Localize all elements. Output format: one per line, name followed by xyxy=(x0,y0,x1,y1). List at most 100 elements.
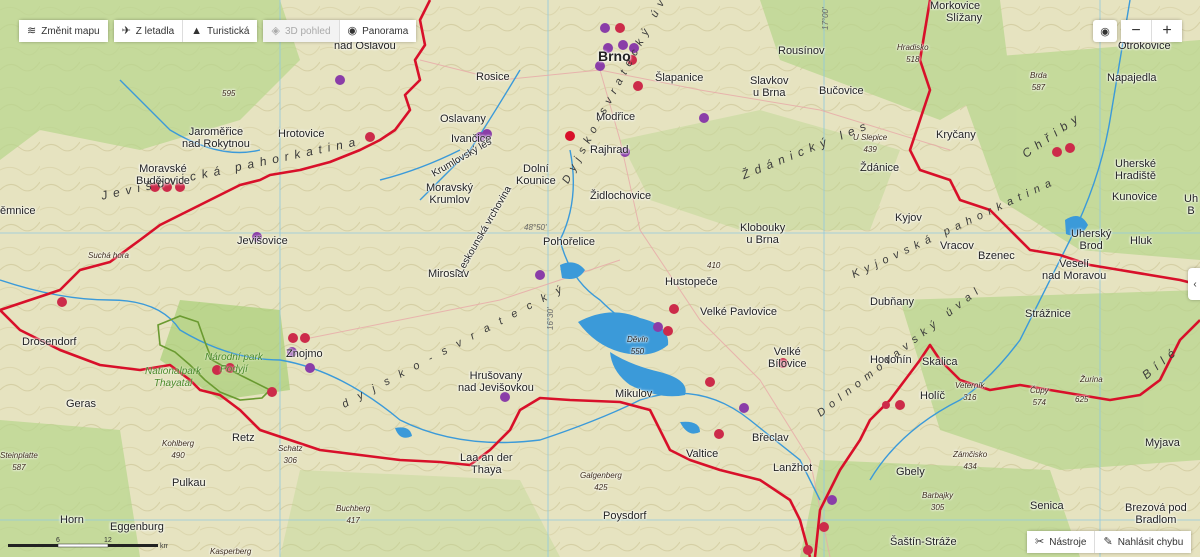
scale-tick-6: 6 xyxy=(56,537,60,544)
place-jaromerice[interactable]: Jaroměřice nad Rokytnou xyxy=(182,126,250,150)
place-zdanice[interactable]: Ždánice xyxy=(860,162,900,174)
hill-410: 410 xyxy=(707,261,721,270)
place-bzenec[interactable]: Bzenec xyxy=(978,250,1015,262)
place-moravske-budejovice[interactable]: Moravské Budějovice xyxy=(136,163,190,187)
zoom-out-button[interactable]: − xyxy=(1121,20,1152,42)
report-error-label: Nahlásit chybu xyxy=(1117,536,1184,548)
place-drosendorf[interactable]: Drosendorf xyxy=(22,336,77,348)
place-oslavany[interactable]: Oslavany xyxy=(440,113,486,125)
place-holic[interactable]: Holíč xyxy=(920,390,946,402)
place-vracov[interactable]: Vracov xyxy=(940,240,974,252)
grid-label-lon1: 16°30' xyxy=(546,307,555,330)
hill-zurina: Žurina xyxy=(1080,375,1103,384)
place-velke-bilovice[interactable]: Velké Bílovice xyxy=(768,346,807,370)
place-morkovice[interactable]: Morkovice xyxy=(930,0,981,12)
tools-button[interactable]: ✂ Nástroje xyxy=(1027,531,1096,553)
place-hrusovany[interactable]: Hrušovany nad Jevišovkou xyxy=(458,370,534,394)
view-3d-button[interactable]: ◈ 3D pohled xyxy=(263,20,340,42)
place-hodonin[interactable]: Hodonín xyxy=(870,354,912,366)
place-miroslav[interactable]: Miroslav xyxy=(428,268,469,280)
place-sastin[interactable]: Šaštín-Stráže xyxy=(890,536,957,548)
report-error-button[interactable]: ✎ Nahlásit chybu xyxy=(1095,531,1192,553)
poi-markers xyxy=(57,23,1075,555)
place-horn[interactable]: Horn xyxy=(60,514,84,526)
place-retz[interactable]: Retz xyxy=(232,432,255,444)
place-hrotovice[interactable]: Hrotovice xyxy=(278,128,325,140)
place-znojmo[interactable]: Znojmo xyxy=(286,348,323,360)
place-poysdorf[interactable]: Poysdorf xyxy=(603,510,647,522)
place-zidlochovice[interactable]: Židlochovice xyxy=(590,190,652,202)
scale-tick-12: 12 xyxy=(104,537,112,544)
place-uhersky-brod[interactable]: Uherský Brod xyxy=(1071,228,1112,252)
place-otrokovice[interactable]: Otrokovice xyxy=(1118,40,1171,52)
place-modrice[interactable]: Modřice xyxy=(596,111,636,123)
place-dubnany[interactable]: Dubňany xyxy=(870,296,915,308)
place-slapanice[interactable]: Šlapanice xyxy=(655,72,704,84)
place-krycany[interactable]: Kryčany xyxy=(936,129,976,141)
pencil-icon: ✎ xyxy=(1103,535,1113,548)
place-dolni-kounice[interactable]: Dolní Kounice xyxy=(516,163,556,187)
place-pohorelice[interactable]: Pohořelice xyxy=(543,236,595,248)
place-klobouky[interactable]: Klobouky u Brna xyxy=(740,222,786,246)
cube-icon: ◈ xyxy=(271,24,280,37)
place-brno[interactable]: Brno xyxy=(598,48,631,64)
place-lanzhot[interactable]: Lanžhot xyxy=(773,462,813,474)
place-straznice[interactable]: Strážnice xyxy=(1025,308,1071,320)
place-rajhrad[interactable]: Rajhrad xyxy=(590,144,629,156)
place-slizany[interactable]: Slížany xyxy=(946,12,983,24)
park-podyji[interactable]: Národní park Podyjí xyxy=(205,352,263,375)
plus-icon: + xyxy=(1162,22,1172,39)
place-breclav[interactable]: Břeclav xyxy=(752,432,789,444)
hill-hradisko: Hradisko 518 xyxy=(897,43,929,64)
place-veseli[interactable]: Veselí nad Moravou xyxy=(1042,258,1107,282)
panorama-button[interactable]: ◉ Panorama xyxy=(339,20,417,42)
place-hluk[interactable]: Hluk xyxy=(1130,235,1153,247)
eye-icon: ◉ xyxy=(347,24,358,37)
place-velke-pavlovice[interactable]: Velké Pavlovice xyxy=(700,306,778,318)
place-hustopece[interactable]: Hustopeče xyxy=(665,276,718,288)
place-brezova[interactable]: Brezová pod Bradlom xyxy=(1125,502,1187,526)
change-map-label: Změnit mapu xyxy=(41,25,100,37)
place-devin[interactable]: Děvín 550 xyxy=(627,335,648,356)
place-skalica[interactable]: Skalica xyxy=(922,356,958,368)
place-trebic-edge[interactable]: ěmnice xyxy=(0,205,36,217)
place-uherske-hradiste[interactable]: Uherské Hradiště xyxy=(1115,158,1156,182)
hill-625: 625 xyxy=(1075,395,1089,404)
place-pulkau[interactable]: Pulkau xyxy=(172,477,206,489)
park-thayatal[interactable]: Nationalpark Thayatal xyxy=(145,366,202,389)
place-geras[interactable]: Geras xyxy=(66,398,96,410)
change-map-button[interactable]: ≋ Změnit mapu xyxy=(19,20,108,42)
tourist-label: Turistická xyxy=(207,25,250,37)
place-kunovice[interactable]: Kunovice xyxy=(1112,191,1158,203)
place-gbely[interactable]: Gbely xyxy=(896,466,925,478)
place-slavkov[interactable]: Slavkov u Brna xyxy=(750,75,789,99)
place-napajedla[interactable]: Napajedla xyxy=(1107,72,1157,84)
aerial-button[interactable]: ✈ Z letadla xyxy=(113,20,184,42)
place-senica[interactable]: Senica xyxy=(1030,500,1064,512)
place-ivancice[interactable]: Ivančice xyxy=(451,133,492,145)
locate-button[interactable]: ◉ xyxy=(1093,20,1117,42)
zoom-controls: ◉ − + xyxy=(1093,20,1182,42)
place-valtice[interactable]: Valtice xyxy=(686,448,719,460)
place-eggenburg[interactable]: Eggenburg xyxy=(110,521,164,533)
place-rousinov[interactable]: Rousínov xyxy=(778,45,825,57)
place-moravsky-krumlov[interactable]: Moravský Krumlov xyxy=(426,182,474,206)
tourist-button[interactable]: ▲ Turistická xyxy=(183,20,258,42)
plane-icon: ✈ xyxy=(121,24,131,37)
hill-schatz: Schatz 306 xyxy=(278,444,303,465)
place-kyjov[interactable]: Kyjov xyxy=(895,212,922,224)
bottom-toolbar: ✂ Nástroje ✎ Nahlásit chybu xyxy=(1027,531,1192,553)
place-uh-edge[interactable]: Uh B xyxy=(1184,193,1199,217)
place-nad-oslavou[interactable]: nad Oslavou xyxy=(334,40,396,52)
zoom-in-button[interactable]: + xyxy=(1152,20,1182,42)
place-jevisovice[interactable]: Jevišovice xyxy=(237,235,288,247)
place-rosice[interactable]: Rosice xyxy=(476,71,510,83)
place-bucovice[interactable]: Bučovice xyxy=(819,85,864,97)
place-myjava[interactable]: Myjava xyxy=(1145,437,1180,449)
place-laa[interactable]: Laa an der Thaya xyxy=(460,452,513,476)
side-panel-toggle[interactable]: ‹ xyxy=(1188,268,1200,300)
hill-veternik: Veterník 316 xyxy=(955,381,985,402)
place-mikulov[interactable]: Mikulov xyxy=(615,388,653,400)
